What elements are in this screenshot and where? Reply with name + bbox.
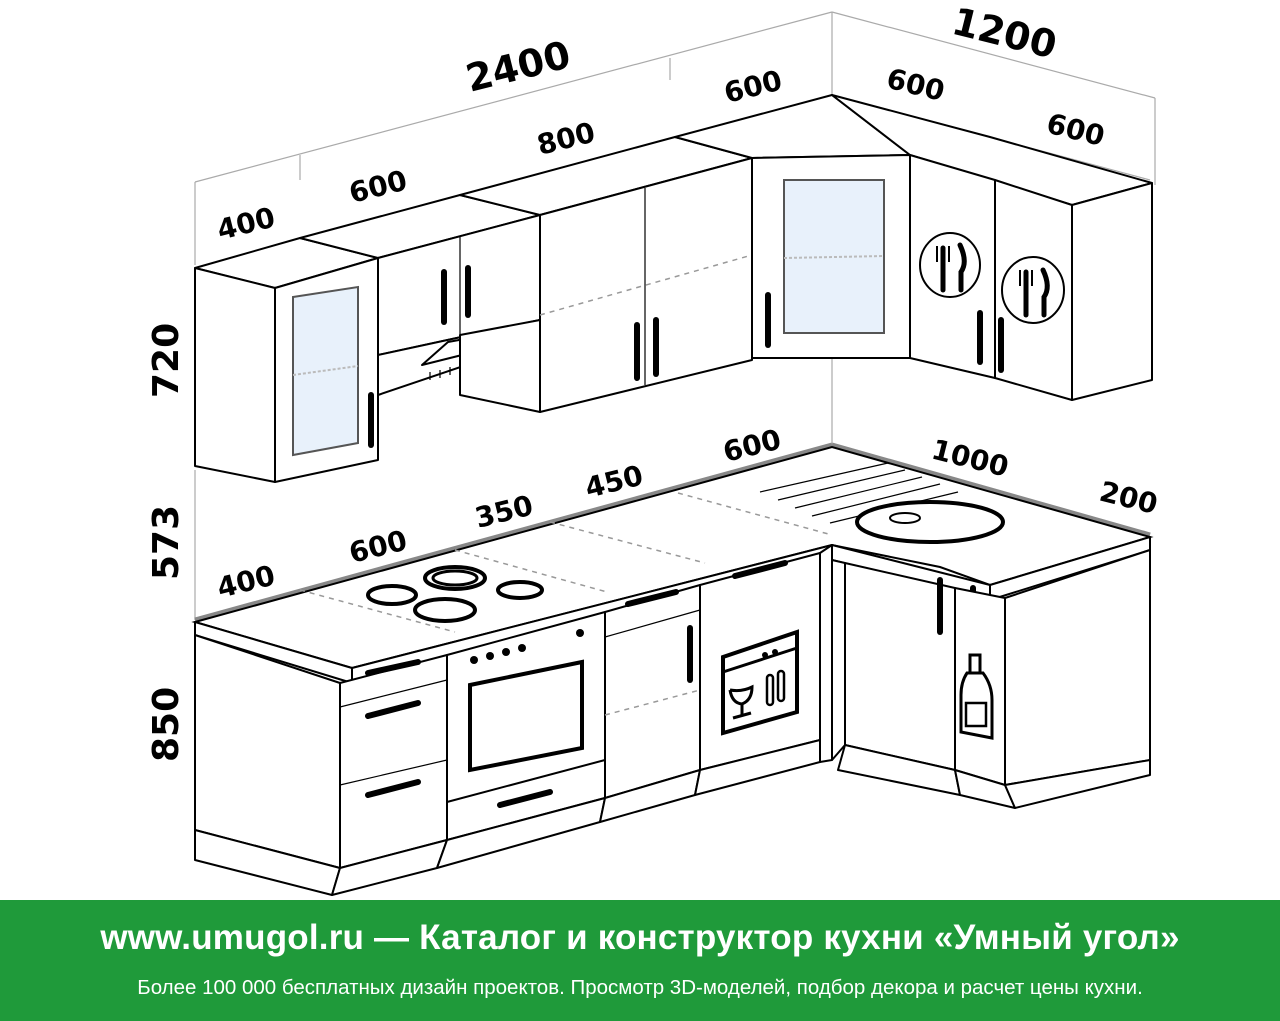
- dim-upper-left-1: 400: [214, 201, 279, 247]
- cutlery-icon: [1001, 256, 1065, 324]
- dim-upper-right-2: 600: [1043, 107, 1108, 153]
- footer-banner: www.umugol.ru — Каталог и конструктор ку…: [0, 900, 1280, 1021]
- cooktop-icon: [366, 565, 544, 623]
- dim-upper-right-1: 600: [883, 62, 948, 108]
- sink-icon: [855, 500, 1005, 544]
- dim-height-gap: 573: [146, 505, 187, 580]
- footer-title[interactable]: www.umugol.ru — Каталог и конструктор ку…: [100, 918, 1180, 957]
- footer-subtitle: Более 100 000 бесплатных дизайн проектов…: [137, 976, 1143, 999]
- dim-wall-total-left: 2400: [462, 32, 575, 100]
- cutlery-icon: [919, 232, 981, 298]
- dim-wall-total-right: 1200: [948, 0, 1061, 67]
- dim-height-upper: 720: [146, 323, 187, 398]
- dim-upper-left-2: 600: [346, 164, 411, 210]
- upper-cabinets: [194, 94, 1153, 483]
- bottle-icon: [959, 653, 994, 740]
- dim-upper-left-4: 600: [721, 64, 786, 110]
- kitchen-diagram: 2400 1200 400 600 800 600 600 600 720 57…: [146, 0, 1161, 896]
- oven-icon: [446, 629, 606, 808]
- base-cabinets: [194, 544, 1151, 896]
- dim-height-base: 850: [146, 687, 187, 762]
- dim-upper-left-3: 800: [534, 116, 599, 162]
- dim-lower-right-2: 200: [1096, 475, 1161, 521]
- dishwasher-icon: [721, 629, 799, 736]
